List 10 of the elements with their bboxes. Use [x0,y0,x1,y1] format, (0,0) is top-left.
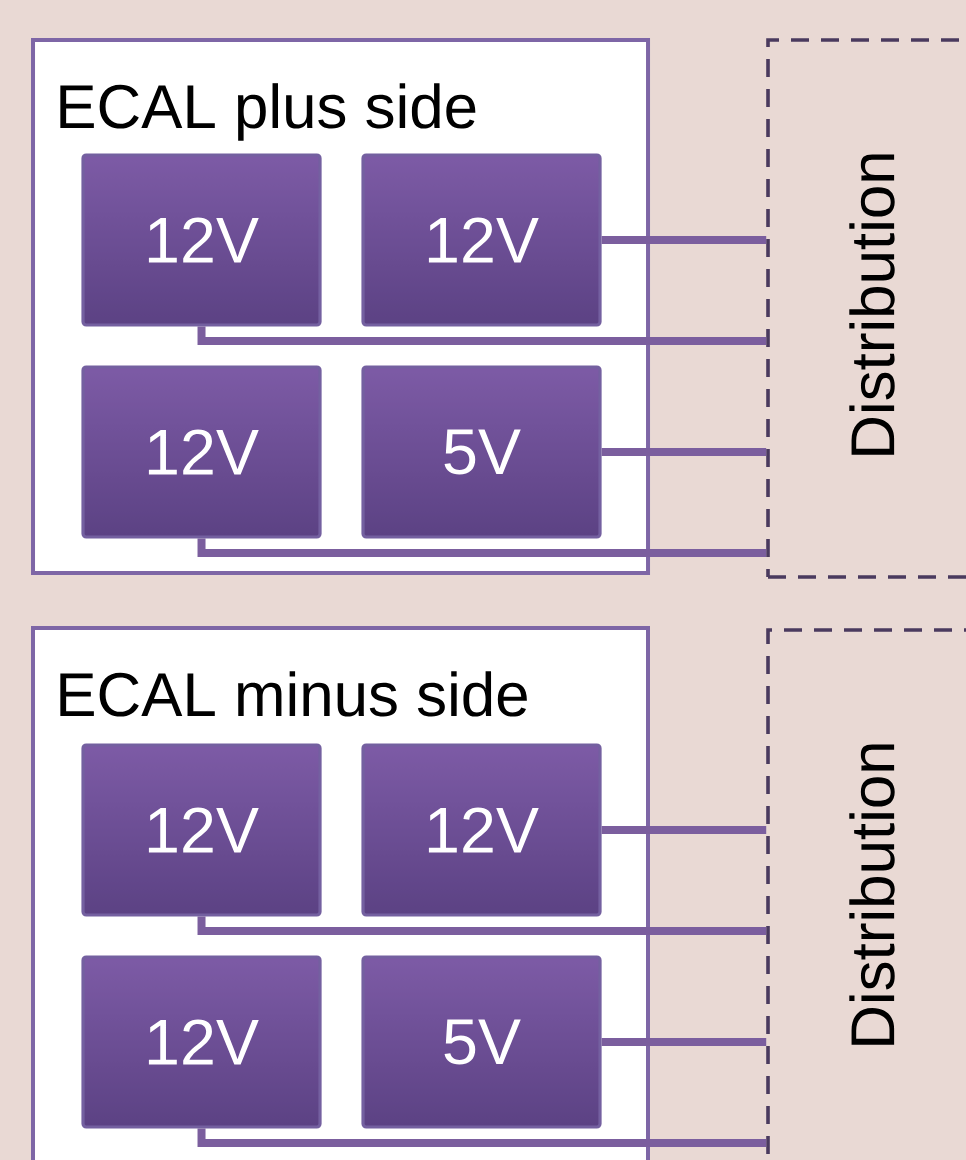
module-box: 12V [81,743,322,917]
module-box: 12V [361,153,602,327]
module-box: 12V [81,365,322,539]
module-box: 5V [361,955,602,1129]
module-box: 5V [361,365,602,539]
dashed-box: Distribution [766,38,966,579]
module-box: 12V [81,153,322,327]
dashed-box: Distribution [766,628,966,1160]
module-box: 12V [81,955,322,1129]
module-box: 12V [361,743,602,917]
